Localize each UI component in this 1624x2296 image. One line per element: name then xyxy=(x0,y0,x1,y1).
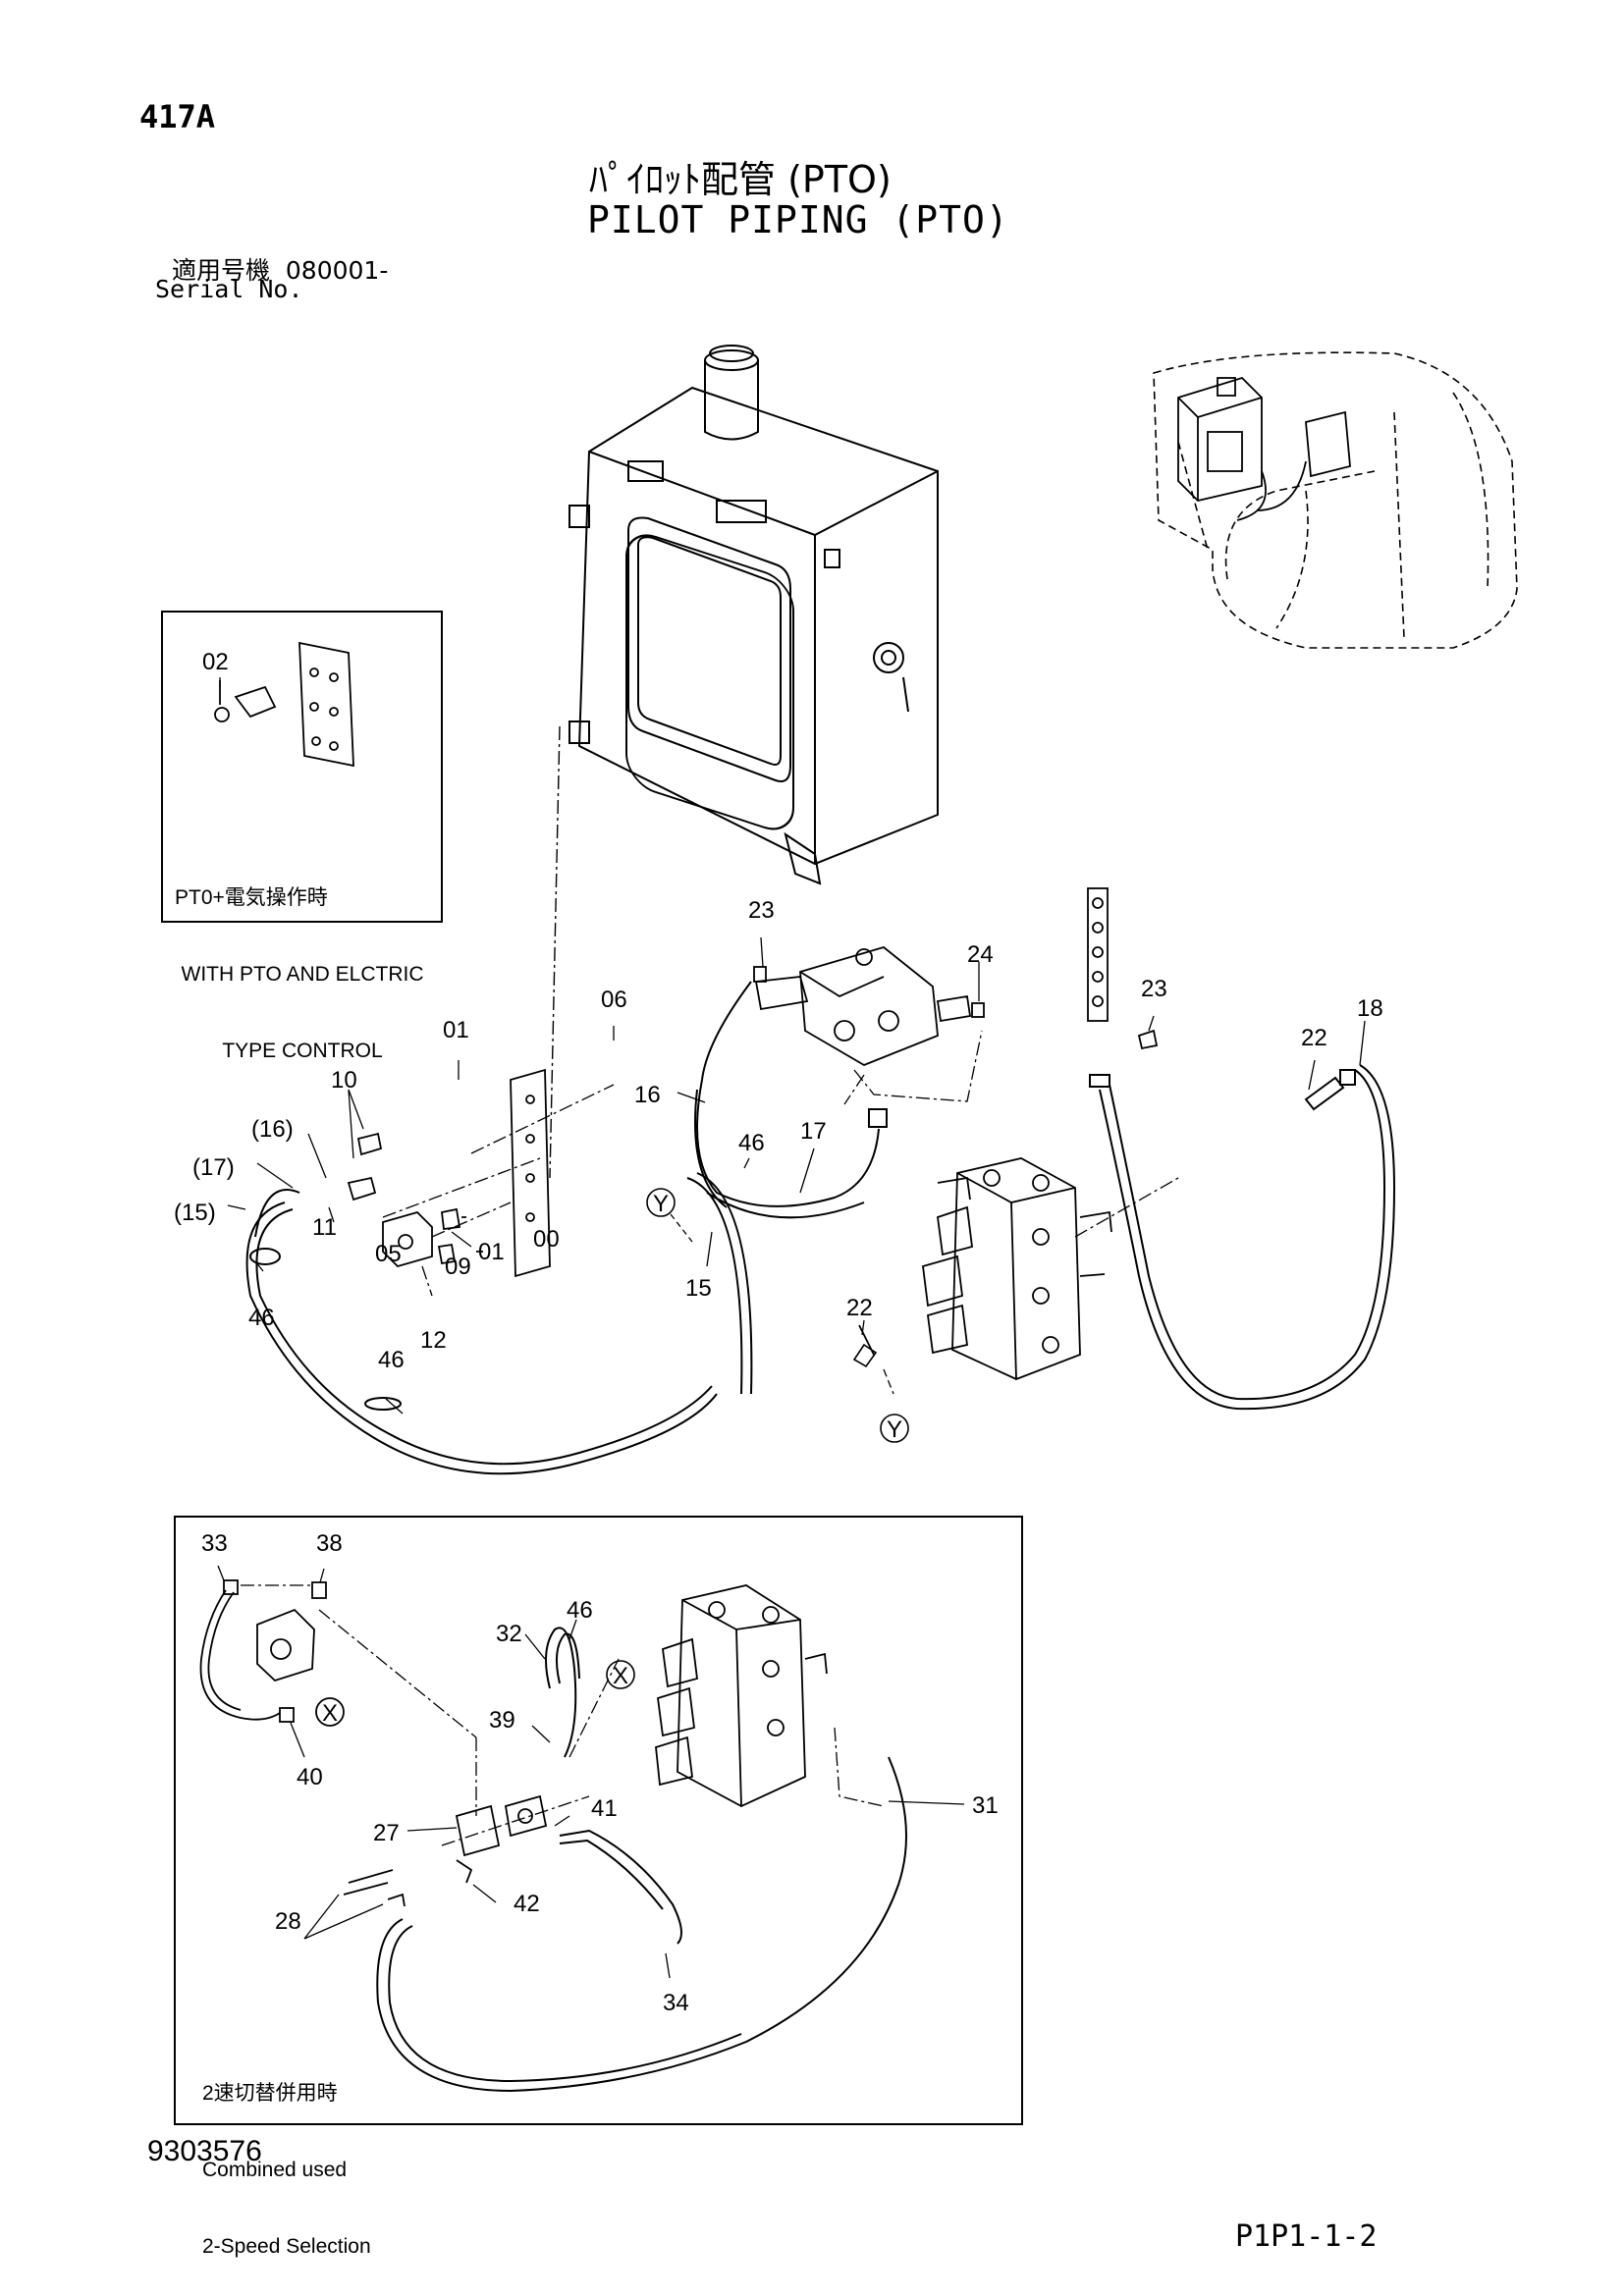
callout-y1: Y xyxy=(653,1191,669,1217)
note-two-speed-line3: 2-Speed Selection xyxy=(202,2235,371,2258)
callout-01b: 01 xyxy=(478,1239,505,1265)
drawing-number: 9303576 xyxy=(147,2135,262,2167)
callout-23a: 23 xyxy=(748,897,775,924)
callout-46c: 46 xyxy=(738,1130,765,1156)
callout-16: 16 xyxy=(634,1082,661,1108)
page-reference: P1P1-1-2 xyxy=(1235,2219,1378,2254)
callout-09: 09 xyxy=(445,1254,471,1280)
callout-40: 40 xyxy=(297,1764,323,1790)
callout-41: 41 xyxy=(591,1795,618,1822)
page-title-japanese: ﾊﾟｲﾛｯﾄ配管 (PTO) xyxy=(589,158,892,201)
note-two-speed-line2: Combined used xyxy=(202,2159,348,2181)
valve-leader xyxy=(1074,1177,1179,1238)
hose-left xyxy=(245,1172,753,1475)
callout-x2: X xyxy=(613,1663,628,1689)
hydraulic-tank xyxy=(568,345,939,885)
note-pto-electric: PT0+電気操作時 WITH PTO AND ELCTRIC TYPE CONT… xyxy=(175,834,430,1090)
callout-32: 32 xyxy=(496,1621,522,1647)
callout-16p: (16) xyxy=(251,1116,294,1143)
callout-33: 33 xyxy=(201,1530,228,1557)
callout-02: 02 xyxy=(202,649,229,675)
hose-center xyxy=(694,981,888,1219)
ref-circle-x2 xyxy=(606,1660,635,1689)
cab-outline xyxy=(1153,351,1518,649)
callout-x1: X xyxy=(322,1700,338,1727)
note-two-speed-line1: 2速切替併用時 xyxy=(202,2082,338,2105)
callout-34: 34 xyxy=(663,1990,689,2016)
page-title: PILOT PIPING (PTO) xyxy=(587,198,1009,241)
cab-pto-box xyxy=(1177,376,1351,521)
selector-valve xyxy=(753,946,985,1066)
callout-22a: 22 xyxy=(846,1295,873,1321)
two-speed-solenoid xyxy=(199,1579,345,1727)
note-two-speed: 2速切替併用時 Combined used 2-Speed Selection xyxy=(202,2030,371,2285)
callout-17: 17 xyxy=(800,1118,827,1145)
pto-bracket xyxy=(347,1068,551,1278)
callout-46a: 46 xyxy=(248,1305,275,1331)
note-pto-electric-line1: PT0+電気操作時 xyxy=(175,886,328,909)
two-speed-leaders xyxy=(241,1584,885,1846)
callout-17p: (17) xyxy=(192,1154,235,1181)
two-speed-control-valve xyxy=(655,1584,828,1808)
pto-leader-lines xyxy=(382,1084,615,1297)
callout-39: 39 xyxy=(489,1707,515,1734)
callout-24: 24 xyxy=(967,941,994,968)
callout-05: 05 xyxy=(375,1241,402,1267)
callout-y2: Y xyxy=(887,1416,902,1443)
page-code: 417A xyxy=(139,98,216,135)
ref-circle-y2 xyxy=(880,1414,909,1443)
control-valve xyxy=(922,1157,1112,1380)
serial-label: Serial No. xyxy=(155,275,303,303)
hose-right xyxy=(1089,1064,1396,1411)
callout-12: 12 xyxy=(420,1327,447,1354)
inset-box-two-speed xyxy=(174,1516,1023,2125)
callout-28: 28 xyxy=(275,1908,301,1935)
callout-06: 06 xyxy=(601,987,627,1013)
callout-leaders xyxy=(217,677,1366,1979)
callout-15: 15 xyxy=(685,1275,712,1302)
ref-circle-y1 xyxy=(646,1188,676,1217)
tank-leader-line xyxy=(549,725,561,1179)
callout-22b: 22 xyxy=(1301,1025,1327,1051)
two-speed-hose xyxy=(376,1627,907,2093)
serial-label-japanese: 適用号機 080001- xyxy=(172,256,389,285)
bracket-inset xyxy=(214,641,354,768)
selector-leaders xyxy=(843,1030,983,1105)
callout-42: 42 xyxy=(514,1891,540,1917)
callout-23b: 23 xyxy=(1141,976,1167,1002)
callout-00: 00 xyxy=(533,1226,560,1253)
manifold-bar xyxy=(1087,887,1159,1050)
callout-15p: (15) xyxy=(174,1200,216,1226)
callout-10: 10 xyxy=(331,1067,357,1094)
inset-box-pto-electric xyxy=(161,611,443,923)
callout-01a: 01 xyxy=(443,1017,469,1043)
callout-18: 18 xyxy=(1357,995,1383,1022)
callout-38: 38 xyxy=(316,1530,343,1557)
callout-27: 27 xyxy=(373,1820,400,1846)
callout-31: 31 xyxy=(972,1792,999,1819)
note-pto-electric-line2: WITH PTO AND ELCTRIC xyxy=(181,963,424,986)
callout-46d: 46 xyxy=(567,1597,593,1624)
note-pto-electric-line3: TYPE CONTROL xyxy=(222,1040,383,1062)
two-speed-block xyxy=(343,1794,548,1907)
callout-46b: 46 xyxy=(378,1347,405,1373)
callout-11: 11 xyxy=(312,1214,337,1241)
